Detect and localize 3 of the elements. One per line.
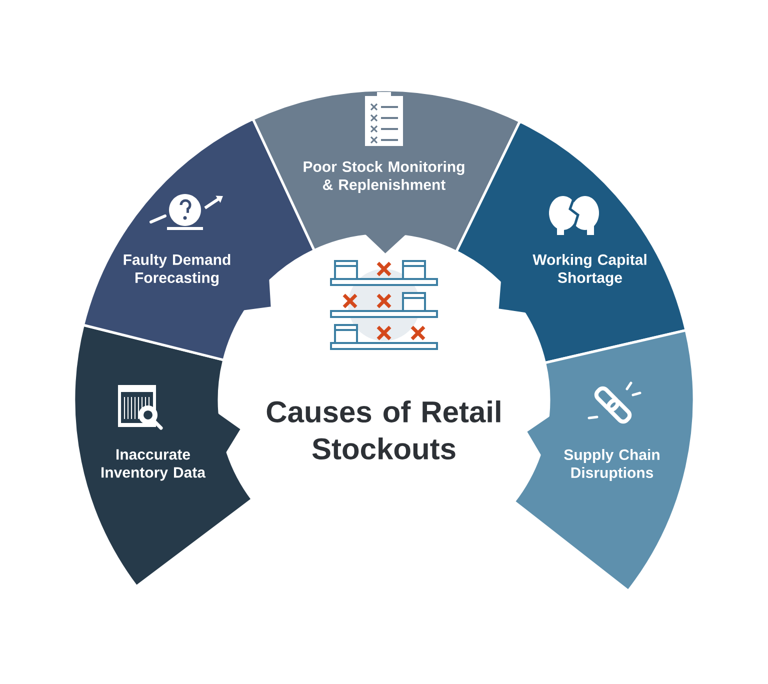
title: Causes of Retail Stockouts bbox=[266, 400, 500, 460]
segment: Supply Chain Disruptions bbox=[512, 329, 696, 592]
segment: Inaccurate Inventory Data bbox=[72, 324, 254, 588]
